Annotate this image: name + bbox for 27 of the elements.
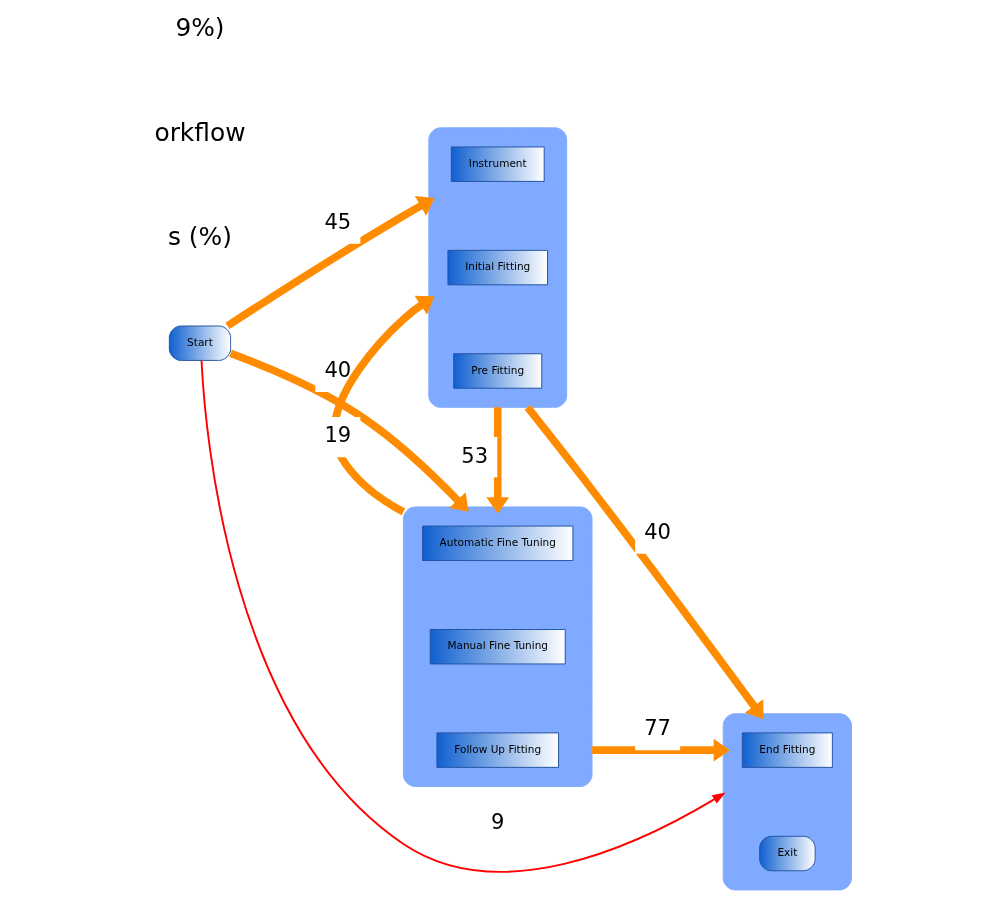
arrow bbox=[485, 407, 509, 514]
cluster bbox=[722, 713, 852, 891]
arrow bbox=[224, 196, 435, 330]
edge-label: 53 bbox=[460, 442, 488, 468]
arrow bbox=[524, 405, 764, 720]
node-box: Initial Fitting bbox=[446, 249, 548, 286]
cluster bbox=[402, 506, 592, 787]
node-box: Instrument bbox=[450, 146, 545, 182]
edge-label: 40 bbox=[323, 357, 351, 383]
node-box: Automatic Fine Tuning bbox=[421, 525, 573, 562]
edge-label: 77 bbox=[643, 715, 671, 741]
label: orkflow bbox=[153, 117, 246, 147]
node-box: Start bbox=[168, 325, 231, 361]
node-box: Manual Fine Tuning bbox=[429, 629, 566, 665]
arrow bbox=[591, 738, 730, 762]
label: s (%) bbox=[167, 221, 232, 251]
edge-label: 9 bbox=[490, 809, 504, 835]
node-box: Follow Up Fitting bbox=[435, 732, 559, 768]
edge-label: 40 bbox=[643, 519, 671, 545]
label: 9%) bbox=[174, 13, 225, 43]
node-box: End Fitting bbox=[741, 732, 833, 768]
node-box: Pre Fitting bbox=[452, 353, 542, 389]
cluster bbox=[427, 127, 567, 408]
arrow bbox=[200, 359, 726, 873]
node-box: Exit bbox=[758, 835, 816, 872]
edge-label: 45 bbox=[323, 208, 351, 234]
edge-label: 19 bbox=[323, 422, 351, 448]
